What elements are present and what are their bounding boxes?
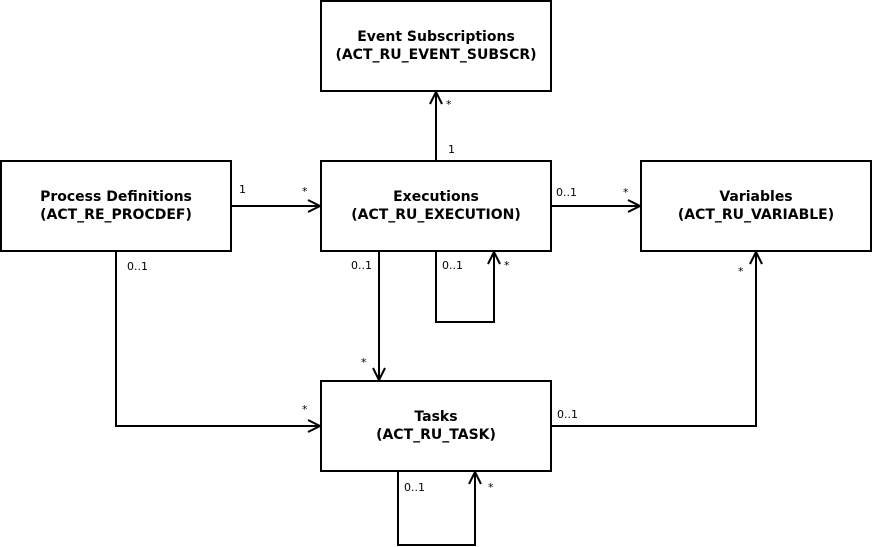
mult-procdef-source-executions: 1 — [239, 183, 246, 196]
mult-tasks-target-executions: * — [361, 356, 367, 369]
mult-variables-target-executions: * — [623, 186, 629, 199]
mult-procdef-source-tasks: 0..1 — [127, 260, 148, 273]
mult-tasks-self-source: 0..1 — [404, 481, 425, 494]
edge-procdef-tasks — [115, 251, 320, 427]
mult-executions-target-procdef: * — [302, 185, 308, 198]
entity-variables[interactable]: Variables (ACT_RU_VARIABLE) — [640, 160, 872, 252]
entity-process-definitions[interactable]: Process Definitions (ACT_RE_PROCDEF) — [0, 160, 232, 252]
mult-executions-source-tasks: 0..1 — [351, 259, 372, 272]
entity-table-name: (ACT_RE_PROCDEF) — [40, 207, 192, 223]
entity-title: Process Definitions — [40, 189, 192, 205]
mult-tasks-source-variables: 0..1 — [557, 408, 578, 421]
arrowhead-executions-self — [487, 249, 501, 265]
mult-variables-target-tasks: * — [738, 265, 744, 278]
mult-executions-self-target: * — [504, 259, 510, 272]
entity-table-name: (ACT_RU_VARIABLE) — [677, 207, 835, 223]
entity-event-subscriptions[interactable]: Event Subscriptions (ACT_RU_EVENT_SUBSCR… — [320, 0, 552, 92]
entity-table-name: (ACT_RU_EVENT_SUBSCR) — [335, 47, 537, 63]
entity-title: Executions — [393, 189, 479, 205]
mult-tasks-self-target: * — [488, 481, 494, 494]
edge-tasks-self — [397, 471, 476, 546]
mult-executions-self-source: 0..1 — [442, 259, 463, 272]
entity-table-name: (ACT_RU_EXECUTION) — [351, 207, 521, 223]
arrowhead-event-subscriptions — [429, 89, 443, 105]
entity-table-name: (ACT_RU_TASK) — [376, 427, 496, 443]
mult-event-subscriptions-target: * — [446, 98, 452, 111]
arrowhead-variables-bottom — [749, 249, 763, 265]
edge-tasks-variables — [551, 252, 757, 427]
arrowhead-tasks-self — [468, 469, 482, 485]
entity-title: Tasks — [414, 409, 458, 425]
mult-tasks-target-procdef: * — [302, 403, 308, 416]
mult-executions-source-variables: 0..1 — [556, 186, 577, 199]
entity-title: Event Subscriptions — [357, 29, 515, 45]
mult-executions-source-event: 1 — [448, 143, 455, 156]
entity-title: Variables — [719, 189, 793, 205]
entity-tasks[interactable]: Tasks (ACT_RU_TASK) — [320, 380, 552, 472]
edge-executions-self — [435, 251, 495, 323]
entity-executions[interactable]: Executions (ACT_RU_EXECUTION) — [320, 160, 552, 252]
